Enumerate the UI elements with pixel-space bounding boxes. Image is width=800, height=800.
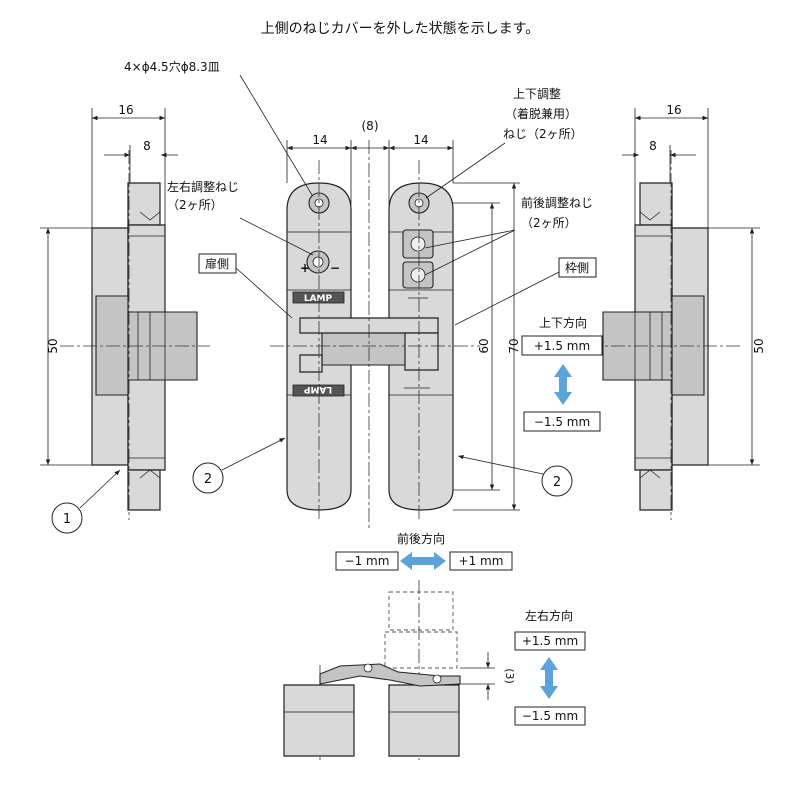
dim-70: 70: [507, 338, 521, 353]
dim-14-right: 14: [413, 133, 428, 147]
callout-2-right: 2: [553, 475, 561, 490]
lr-screw-qty: （2ヶ所）: [167, 198, 223, 212]
callout-1: 1: [63, 512, 71, 527]
dim-60: 60: [477, 338, 491, 353]
frame-side-box: [558, 257, 597, 278]
vertical-minus: −1.5 mm: [534, 415, 590, 429]
hinge-top-view: (3): [283, 580, 516, 760]
brand-label-bottom: LAMP: [303, 384, 332, 394]
brand-label-top: LAMP: [304, 294, 333, 304]
front-back-title: 前後方向: [397, 531, 445, 546]
hinge-front-view: + − LAMP LAMP: [270, 140, 480, 530]
left-right-title: 左右方向: [525, 608, 573, 623]
drawing-title: 上側のねじカバーを外した状態を示します。: [261, 21, 540, 37]
dim-8-right: 8: [649, 139, 657, 153]
dim-14-left: 14: [312, 133, 327, 147]
front-back-minus: −1 mm: [345, 554, 390, 568]
svg-text:+: +: [300, 261, 310, 275]
vertical-arrow-icon: [554, 364, 572, 405]
left-right-minus: −1.5 mm: [522, 709, 578, 723]
lr-screw-label: 左右調整ねじ: [167, 179, 239, 194]
callout-2-left: 2: [204, 472, 212, 487]
left-right-plus: +1.5 mm: [522, 634, 578, 648]
dim-50-right: 50: [752, 338, 766, 353]
annotations: 4×ϕ4.5穴ϕ8.3皿 左右調整ねじ （2ヶ所） 上下調整 （着脱兼用） ねじ…: [51, 59, 597, 534]
vertical-adjust-legend: 上下方向 +1.5 mm −1.5 mm: [521, 315, 603, 432]
left-right-arrow-icon: [540, 657, 558, 699]
fb-screw-label: 前後調整ねじ: [521, 195, 593, 210]
hole-spec-label: 4×ϕ4.5穴ϕ8.3皿: [124, 59, 220, 74]
left-side-view: [60, 150, 210, 520]
dim-16-right: 16: [666, 103, 681, 117]
door-side-box: [198, 253, 237, 274]
right-side-view: [590, 108, 760, 520]
ud-screw-label-1: 上下調整: [513, 86, 561, 101]
center-dimensions: 14 (8) 14 60 70: [286, 119, 521, 511]
front-back-arrow-icon: [400, 552, 446, 570]
ud-screw-label-2: （着脱兼用）: [505, 106, 577, 121]
left-dimensions: 16 8 50: [40, 103, 178, 466]
dim-8-left: 8: [143, 139, 151, 153]
frame-side-label: 枠側: [565, 261, 589, 275]
fb-screw-qty: （2ヶ所）: [521, 216, 577, 230]
front-back-plus: +1 mm: [459, 554, 504, 568]
left-right-adjust-legend: 左右方向 +1.5 mm −1.5 mm: [514, 608, 586, 726]
door-side-label: 扉側: [205, 257, 229, 271]
ud-screw-label-3: ねじ（2ヶ所）: [503, 127, 583, 141]
dim-8-paren: (8): [362, 119, 379, 133]
front-back-adjust-legend: 前後方向 −1 mm +1 mm: [335, 531, 513, 571]
vertical-adjust-title: 上下方向: [539, 315, 587, 330]
dim-16-left: 16: [118, 103, 133, 117]
vertical-plus: +1.5 mm: [534, 339, 590, 353]
svg-text:−: −: [330, 261, 340, 275]
dim-50-left: 50: [46, 338, 60, 353]
dim-3-paren: (3): [503, 668, 516, 684]
